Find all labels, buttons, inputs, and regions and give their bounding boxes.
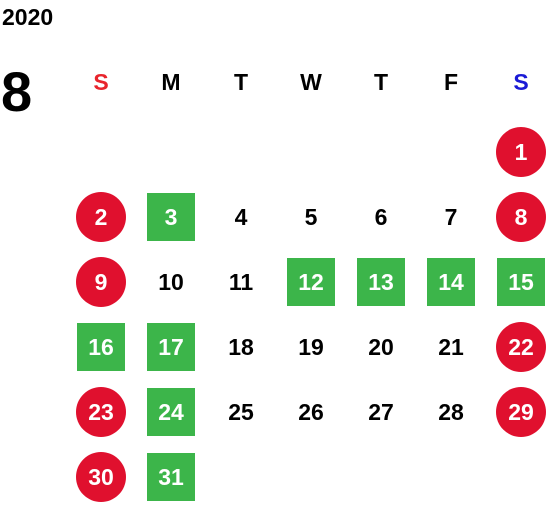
day-23[interactable]: 23 bbox=[66, 380, 136, 444]
day-number: 5 bbox=[304, 203, 318, 230]
month-number: 8 bbox=[1, 60, 32, 123]
weekday-friday: F bbox=[443, 69, 459, 95]
day-number: 23 bbox=[76, 387, 126, 437]
day-number: 9 bbox=[76, 257, 126, 307]
day-9[interactable]: 9 bbox=[66, 250, 136, 314]
day-30[interactable]: 30 bbox=[66, 445, 136, 509]
day-number: 11 bbox=[228, 268, 254, 295]
day-number: 28 bbox=[438, 398, 464, 425]
day-number: 31 bbox=[147, 453, 195, 501]
day-12[interactable]: 12 bbox=[276, 250, 346, 314]
weekday-saturday: S bbox=[513, 69, 529, 95]
weekday-wednesday: W bbox=[300, 69, 322, 95]
day-19[interactable]: 19 bbox=[276, 315, 346, 379]
day-6[interactable]: 6 bbox=[346, 185, 416, 249]
day-number: 25 bbox=[228, 398, 254, 425]
weekday-thursday: T bbox=[373, 69, 389, 95]
day-number: 29 bbox=[496, 387, 546, 437]
day-1[interactable]: 1 bbox=[486, 120, 548, 184]
weekday-sunday: S bbox=[93, 69, 109, 95]
day-31[interactable]: 31 bbox=[136, 445, 206, 509]
day-number: 14 bbox=[427, 258, 475, 306]
year-label: 2020 bbox=[2, 4, 54, 30]
day-29[interactable]: 29 bbox=[486, 380, 548, 444]
day-number: 20 bbox=[368, 333, 394, 360]
weekday-tuesday: T bbox=[233, 69, 249, 95]
day-number: 27 bbox=[368, 398, 394, 425]
day-21[interactable]: 21 bbox=[416, 315, 486, 379]
day-17[interactable]: 17 bbox=[136, 315, 206, 379]
day-28[interactable]: 28 bbox=[416, 380, 486, 444]
day-number: 12 bbox=[287, 258, 335, 306]
day-number: 2 bbox=[76, 192, 126, 242]
day-15[interactable]: 15 bbox=[486, 250, 548, 314]
day-18[interactable]: 18 bbox=[206, 315, 276, 379]
day-number: 18 bbox=[228, 333, 254, 360]
day-25[interactable]: 25 bbox=[206, 380, 276, 444]
day-5[interactable]: 5 bbox=[276, 185, 346, 249]
day-number: 16 bbox=[77, 323, 125, 371]
day-24[interactable]: 24 bbox=[136, 380, 206, 444]
day-number: 24 bbox=[147, 388, 195, 436]
day-16[interactable]: 16 bbox=[66, 315, 136, 379]
day-20[interactable]: 20 bbox=[346, 315, 416, 379]
day-22[interactable]: 22 bbox=[486, 315, 548, 379]
day-14[interactable]: 14 bbox=[416, 250, 486, 314]
day-11[interactable]: 11 bbox=[206, 250, 276, 314]
day-4[interactable]: 4 bbox=[206, 185, 276, 249]
day-26[interactable]: 26 bbox=[276, 380, 346, 444]
day-2[interactable]: 2 bbox=[66, 185, 136, 249]
day-7[interactable]: 7 bbox=[416, 185, 486, 249]
day-number: 6 bbox=[374, 203, 388, 230]
day-number: 13 bbox=[357, 258, 405, 306]
day-27[interactable]: 27 bbox=[346, 380, 416, 444]
day-number: 8 bbox=[496, 192, 546, 242]
day-number: 10 bbox=[158, 268, 184, 295]
day-8[interactable]: 8 bbox=[486, 185, 548, 249]
day-13[interactable]: 13 bbox=[346, 250, 416, 314]
day-10[interactable]: 10 bbox=[136, 250, 206, 314]
day-number: 26 bbox=[298, 398, 324, 425]
weekday-monday: M bbox=[161, 69, 181, 95]
day-number: 17 bbox=[147, 323, 195, 371]
day-number: 1 bbox=[496, 127, 546, 177]
day-number: 3 bbox=[147, 193, 195, 241]
day-number: 21 bbox=[438, 333, 464, 360]
day-number: 30 bbox=[76, 452, 126, 502]
day-number: 15 bbox=[497, 258, 545, 306]
day-number: 22 bbox=[496, 322, 546, 372]
day-number: 4 bbox=[234, 203, 248, 230]
day-number: 19 bbox=[298, 333, 324, 360]
day-number: 7 bbox=[444, 203, 458, 230]
day-3[interactable]: 3 bbox=[136, 185, 206, 249]
